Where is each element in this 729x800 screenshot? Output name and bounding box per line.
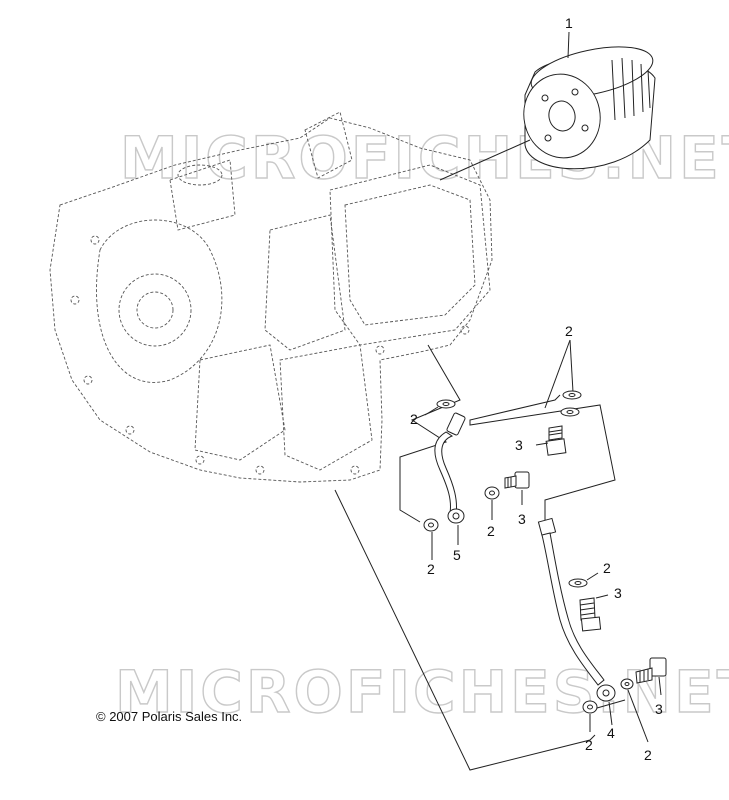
washer-left-low (423, 518, 439, 532)
bolt-upper (545, 425, 567, 456)
bracket-outlines (334, 344, 626, 771)
washer-mid (484, 486, 500, 500)
callout-filter: 1 (565, 15, 573, 31)
washer-top-b (562, 390, 582, 400)
washer-right (568, 578, 588, 588)
callout-washer-top: 2 (565, 323, 573, 339)
callout-washer-mid: 2 (487, 523, 495, 539)
copyright-notice: © 2007 Polaris Sales Inc. (96, 709, 243, 724)
callout-fitting-bottom: 4 (607, 725, 615, 741)
leader-washer-top-b (569, 339, 574, 393)
callout-washer-left-low: 2 (427, 561, 435, 577)
engine-crankcase (49, 111, 493, 483)
leader-washer-top-a (544, 339, 571, 409)
washer-bottom (582, 700, 598, 714)
callout-washer-right: 2 (603, 560, 611, 576)
callout-bolt-right: 3 (614, 585, 622, 601)
callout-fitting-left: 5 (453, 547, 461, 563)
washer-left-mid (436, 399, 456, 409)
oil-line-right (537, 517, 616, 702)
bolt-right (579, 597, 602, 632)
leader-filter-to-engine (439, 139, 531, 181)
bolt-mid (504, 471, 530, 489)
callout-washer-left-mid: 2 (410, 411, 418, 427)
oil-line-left (434, 412, 466, 524)
oil-filter (523, 46, 656, 170)
callout-bolt-mid: 3 (518, 511, 526, 527)
leader-filter (567, 31, 570, 59)
callout-bolt-upper: 3 (515, 437, 523, 453)
callout-washer-far-right: 2 (644, 747, 652, 763)
callout-washer-bottom: 2 (585, 737, 593, 753)
washer-far-right (620, 678, 634, 690)
callout-bolt-far-right: 3 (655, 701, 663, 717)
bolt-far-right (635, 657, 667, 684)
washer-top-a (560, 407, 580, 417)
